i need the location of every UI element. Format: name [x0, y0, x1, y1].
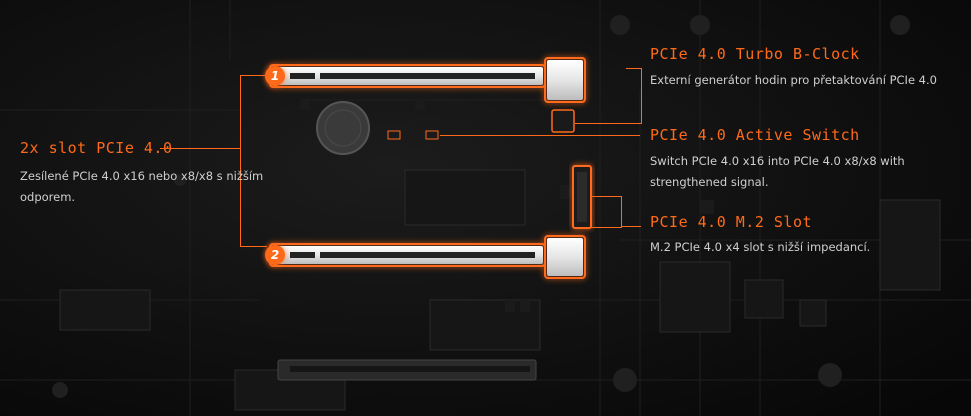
feature-title-pcie-slots: 2x slot PCIe 4.0	[20, 139, 173, 157]
feature-desc-m2-slot: M.2 PCIe 4.0 x4 slot s nižší impedancí.	[650, 240, 871, 254]
leader-line-pcie-slots-horizontal	[160, 148, 240, 149]
leader-line-turbo-bclock-top	[626, 68, 641, 69]
leader-line-active-switch	[440, 135, 640, 136]
feature-desc-active-switch: Switch PCIe 4.0 x16 into PCIe 4.0 x8/x8 …	[650, 154, 905, 189]
slot-1-badge: 1	[265, 66, 285, 86]
slot-2-badge: 2	[265, 245, 285, 265]
feature-title-turbo-bclock: PCIe 4.0 Turbo B-Clock	[650, 45, 860, 63]
feature-title-m2-slot: PCIe 4.0 M.2 Slot	[650, 213, 813, 231]
leader-line-m2-slot-end	[621, 226, 641, 227]
leader-line-m2-slot	[591, 196, 622, 228]
feature-desc-turbo-bclock: Externí generátor hodin pro přetaktování…	[650, 73, 937, 87]
leader-line-pcie-slots-vertical	[240, 75, 267, 247]
feature-desc-pcie-slots: Zesílené PCIe 4.0 x16 nebo x8/x8 s nižší…	[20, 169, 264, 204]
feature-title-active-switch: PCIe 4.0 Active Switch	[650, 126, 860, 144]
leader-line-turbo-bclock	[575, 68, 642, 124]
